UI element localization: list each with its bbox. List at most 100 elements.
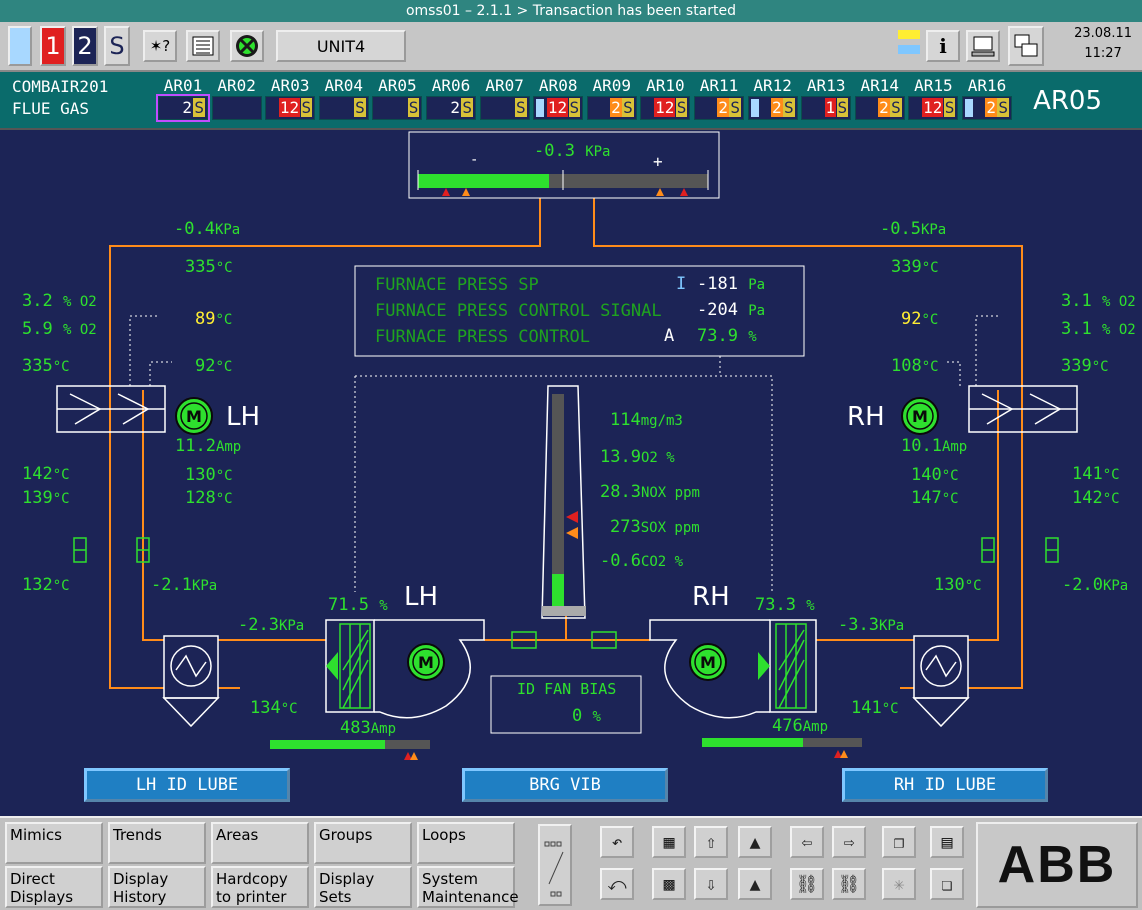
lh-duct-pressure: -0.4KPa: [174, 219, 241, 239]
document-icon[interactable]: ▤: [930, 826, 964, 858]
rh-temp-top: 339°C: [891, 257, 939, 277]
loops-button[interactable]: Loops: [417, 822, 515, 864]
sp-mode[interactable]: I: [676, 274, 687, 294]
arrow-down-icon[interactable]: ⇩: [694, 868, 728, 900]
stack-o2: 13.9O2 %: [600, 447, 675, 467]
display-sets-button[interactable]: Display Sets: [314, 866, 412, 908]
id-fan-bias-value[interactable]: 0 %: [572, 706, 601, 726]
control-mode[interactable]: A: [664, 326, 675, 346]
system-maintenance-button[interactable]: System Maintenance: [417, 866, 519, 908]
undo-all-icon[interactable]: ⤺: [600, 868, 634, 900]
rh-press-mid: -2.0KPa: [1062, 575, 1129, 595]
blank-toolbar-button[interactable]: [8, 26, 32, 66]
rh-label: RH: [847, 402, 885, 432]
arrow-right-icon[interactable]: ⇨: [832, 826, 866, 858]
screen-1-button[interactable]: 1: [40, 26, 66, 66]
help-button[interactable]: ✶?: [143, 30, 177, 62]
window-switch-icon[interactable]: [1008, 26, 1044, 66]
rh-temp-right: 339°C: [1061, 356, 1109, 376]
page-indicator-icon[interactable]: [538, 824, 572, 906]
list-icon[interactable]: [186, 30, 220, 62]
rh-fan-percent: 73.3 %: [755, 595, 815, 615]
link-icon[interactable]: ⛓: [790, 868, 824, 900]
bottom-navigation: Mimics Trends Areas Groups Loops Direct …: [0, 816, 1142, 910]
hardcopy-button[interactable]: Hardcopy to printer: [211, 866, 309, 908]
lh-press-fan: -2.3KPa: [238, 615, 305, 635]
lh-id-lube-button[interactable]: LH ID LUBE: [84, 768, 290, 802]
brg-vib-button[interactable]: BRG VIB: [462, 768, 668, 802]
lh-temp-139: 139°C: [22, 488, 70, 508]
motor-icon[interactable]: M: [175, 397, 213, 435]
unit-selector-button[interactable]: UNIT4: [276, 30, 406, 62]
lh-fan-amp: 483Amp: [340, 718, 397, 738]
svg-text:M: M: [418, 653, 434, 672]
arrow-up-icon[interactable]: ⇧: [694, 826, 728, 858]
window-icon[interactable]: ❏: [930, 868, 964, 900]
lh-o2-b: 5.9 % O2: [22, 319, 97, 339]
screen-2-button[interactable]: 2: [72, 26, 98, 66]
triangle-icon[interactable]: ▲: [738, 868, 772, 900]
rh-fan-amp: 476Amp: [772, 716, 829, 736]
signal-value: -204 Pa: [697, 300, 766, 320]
motor-icon[interactable]: M: [689, 643, 727, 681]
motor-icon[interactable]: M: [901, 397, 939, 435]
link-alt-icon[interactable]: ⛓: [832, 868, 866, 900]
control-label: FURNACE PRESS CONTROL: [375, 327, 590, 347]
rh-id-lube-button[interactable]: RH ID LUBE: [842, 768, 1048, 802]
alarm-horn-icon[interactable]: [230, 30, 264, 62]
trends-button[interactable]: Trends: [108, 822, 206, 864]
table-icon[interactable]: ▦: [652, 826, 686, 858]
sp-value[interactable]: -181 Pa: [697, 274, 766, 294]
rh-o2-b: 3.1 % O2: [1061, 319, 1136, 339]
rh-duct-pressure: -0.5KPa: [880, 219, 947, 239]
pressure-plus-label: +: [653, 152, 663, 171]
lh-fan-label: LH: [404, 582, 439, 612]
screen-s-button[interactable]: S: [104, 26, 130, 66]
lh-temp-top: 335°C: [185, 257, 233, 277]
areas-button[interactable]: Areas: [211, 822, 309, 864]
lh-label: LH: [226, 402, 261, 432]
rh-temp-92: 92°C: [901, 309, 939, 329]
lh-temp-92: 92°C: [195, 356, 233, 376]
id-fan-bias-label: ID FAN BIAS: [517, 680, 617, 698]
undo-icon[interactable]: ↶: [600, 826, 634, 858]
rh-motor-amp: 10.1Amp: [901, 436, 968, 456]
groups-button[interactable]: Groups: [314, 822, 412, 864]
info-button[interactable]: i: [926, 30, 960, 62]
sparkle-icon[interactable]: ✳: [882, 868, 916, 900]
area-ar02[interactable]: AR02: [211, 76, 262, 120]
triangle-up-icon[interactable]: ▲: [738, 826, 772, 858]
rh-temp-140: 140°C: [911, 465, 959, 485]
rh-temp-130: 130°C: [934, 575, 982, 595]
rh-press-fan: -3.3KPa: [838, 615, 905, 635]
table-dark-icon[interactable]: ▩: [652, 868, 686, 900]
direct-displays-button[interactable]: Direct Displays: [5, 866, 103, 908]
arrow-left-icon[interactable]: ⇦: [790, 826, 824, 858]
stack-sox: 273SOX ppm: [610, 517, 700, 537]
svg-text:M: M: [186, 407, 202, 426]
computer-icon[interactable]: [966, 30, 1000, 62]
display-history-button[interactable]: Display History: [108, 866, 206, 908]
motor-icon[interactable]: M: [407, 643, 445, 681]
control-value[interactable]: 73.9 %: [697, 326, 757, 346]
lh-temp-left: 335°C: [22, 356, 70, 376]
mimics-button[interactable]: Mimics: [5, 822, 103, 864]
top-toolbar: 1 2 S ✶? UNIT4 i 23.08.11 11:27: [0, 22, 1142, 72]
copy-icon[interactable]: ❐: [882, 826, 916, 858]
